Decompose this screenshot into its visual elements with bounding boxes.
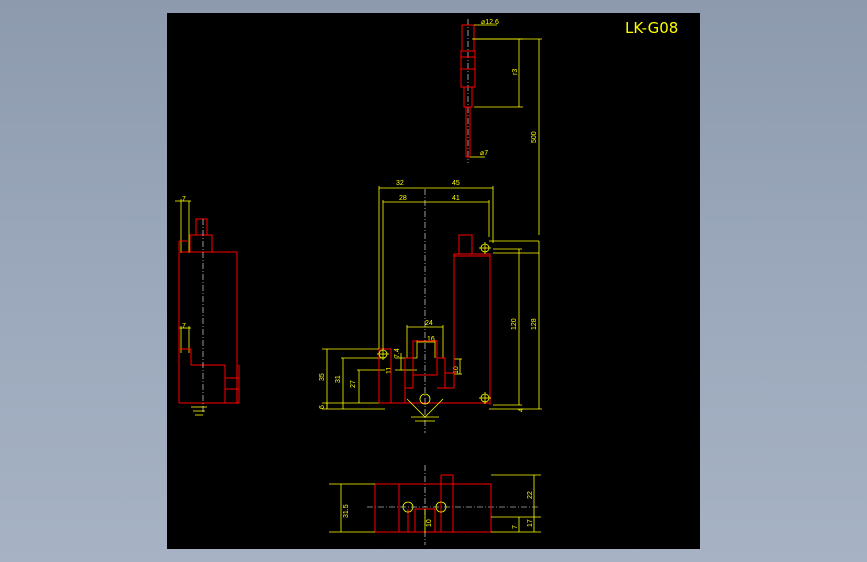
dim-w24: 24: [425, 320, 433, 327]
drawing-title: LK-G08: [625, 19, 678, 37]
dim-b17: 17: [527, 519, 534, 527]
dim-w16: 16: [427, 336, 435, 343]
dim-w32: 32: [396, 180, 404, 187]
lever-arm-detail: ⌀12.6 ⌀7 r3 500: [460, 19, 542, 235]
dim-side-7-top: 7: [182, 196, 186, 203]
dim-side-7-mid: 7: [182, 323, 186, 330]
dim-h4: 4: [518, 408, 525, 412]
dim-h35: 35: [319, 373, 326, 381]
dim-h31: 31: [335, 375, 342, 383]
dim-w45: 45: [452, 180, 460, 187]
drawing-viewport[interactable]: LK-G08 ⌀12.6 ⌀7 r3 500: [167, 13, 700, 549]
dim-w41: 41: [452, 195, 460, 202]
dim-r3: r3: [512, 69, 519, 75]
cad-drawing: LK-G08 ⌀12.6 ⌀7 r3 500: [175, 19, 678, 545]
dim-d7: ⌀7: [480, 150, 488, 157]
dim-h11: 11: [386, 367, 393, 374]
dim-len500: 500: [531, 131, 538, 143]
dim-w28: 28: [399, 195, 407, 202]
side-view: 7 7: [175, 196, 240, 416]
dim-b10: 10: [426, 519, 433, 527]
dim-h6: 6: [319, 405, 326, 409]
dim-b22: 22: [527, 491, 534, 499]
dim-h10: 10: [453, 366, 460, 374]
dim-b315: 31.5: [343, 504, 350, 518]
dim-b7: 7: [512, 525, 519, 529]
front-view: 32 45 28 41 120 128 24 16 7.4 11 10 35 3…: [319, 180, 542, 433]
plan-view: 31.5 22 17 7 10: [329, 465, 541, 545]
dim-h128: 128: [531, 318, 538, 330]
dim-h74: 7.4: [394, 348, 401, 358]
dim-h120: 120: [511, 318, 518, 330]
dim-h27: 27: [350, 380, 357, 388]
dim-d126: ⌀12.6: [481, 19, 499, 26]
